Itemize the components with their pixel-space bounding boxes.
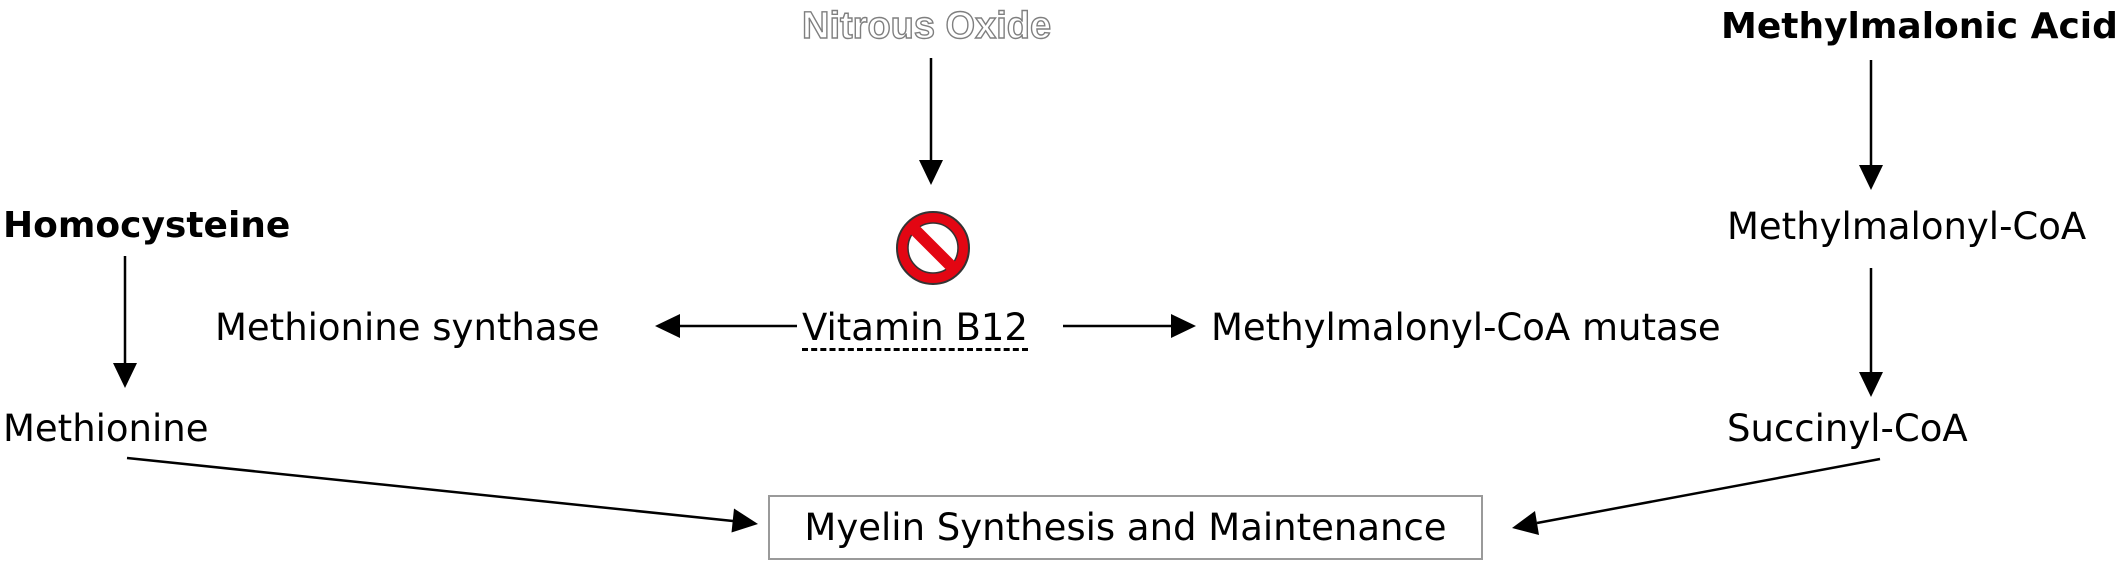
node-myelin-box: Myelin Synthesis and Maintenance [768, 495, 1483, 560]
prohibition-icon [896, 211, 970, 285]
arrow-b12-to-mutase [1063, 314, 1196, 338]
arrow-mma-to-mmcoa [1859, 60, 1883, 190]
arrow-mmcoa-to-succinyl [1859, 268, 1883, 397]
node-homocysteine: Homocysteine [3, 205, 291, 246]
arrow-methionine-to-myelin [126, 456, 758, 533]
node-succinyl-coa: Succinyl-CoA [1727, 407, 1968, 450]
node-nitrous-oxide: Nitrous Oxide [801, 5, 1052, 47]
node-methionine-synthase: Methionine synthase [215, 306, 600, 349]
node-methylmalonic-acid: Methylmalonic Acid [1721, 6, 2118, 47]
node-methylmalonyl-coa: Methylmalonyl-CoA [1727, 205, 2087, 248]
node-methionine: Methionine [3, 407, 209, 450]
arrow-b12-to-methionine-synthase [655, 314, 797, 338]
node-vitamin-b12: Vitamin B12 [802, 306, 1028, 351]
arrow-nitrous-to-b12 [919, 58, 943, 185]
node-methylmalonyl-coa-mutase: Methylmalonyl-CoA mutase [1211, 306, 1721, 349]
node-myelin-label: Myelin Synthesis and Maintenance [804, 506, 1447, 549]
arrow-succinyl-to-myelin [1512, 457, 1881, 535]
arrow-homocysteine-to-methionine [113, 256, 137, 388]
